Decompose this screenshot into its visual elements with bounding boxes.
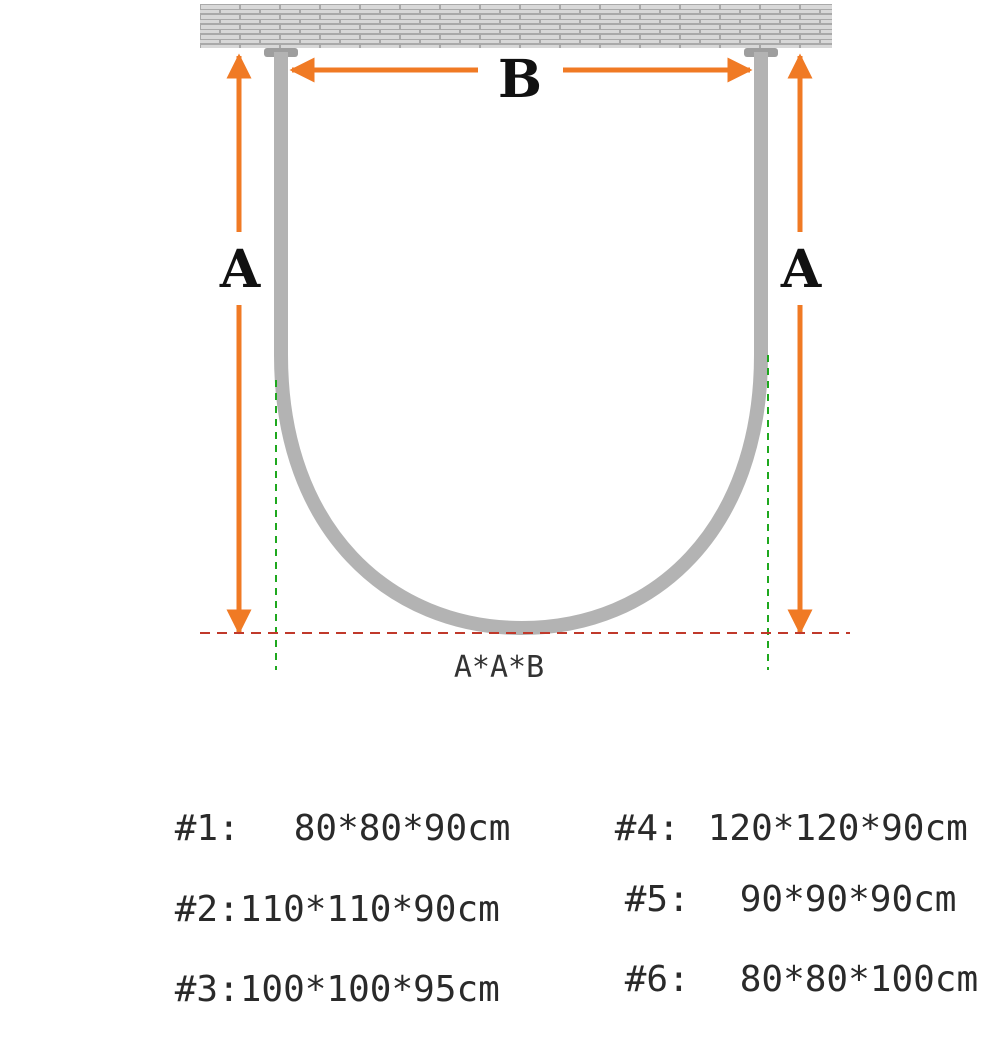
size-value: 80*80*100cm <box>739 959 979 1000</box>
a-right-label: A <box>780 239 822 300</box>
size-option-2: #2:110*110*90cm <box>88 848 500 971</box>
size-tag: #5: <box>624 879 690 920</box>
size-tag: #6: <box>624 959 690 1000</box>
size-tag: #1: <box>174 808 240 849</box>
size-value: 90*90*90cm <box>739 879 957 920</box>
size-value: 110*110*90cm <box>239 889 500 930</box>
size-option-6: #6: 80*80*100cm <box>538 918 978 1041</box>
size-option-5: #5: 90*90*90cm <box>538 838 957 961</box>
size-value: 120*120*90cm <box>707 808 968 849</box>
size-option-4: #4: 120*120*90cm <box>528 767 968 890</box>
size-formula: A*A*B <box>454 650 544 685</box>
u-shaped-curtain-rod <box>274 52 768 636</box>
size-option-1: #1: 80*80*90cm <box>88 767 511 890</box>
dimension-diagram: B A A A*A*B <box>200 4 850 685</box>
size-value: 80*80*90cm <box>293 808 511 849</box>
size-option-3: #3:100*100*95cm <box>88 928 500 1051</box>
a-left-label: A <box>219 239 261 300</box>
b-label: B <box>498 49 542 110</box>
size-list: #1: 80*80*90cm #2:110*110*90cm #3:100*100… <box>0 755 1001 1010</box>
size-tag: #3: <box>174 969 240 1010</box>
brick-wall <box>200 4 832 48</box>
size-value: 100*100*95cm <box>239 969 500 1010</box>
size-tag: #2: <box>174 889 240 930</box>
size-tag: #4: <box>614 808 680 849</box>
